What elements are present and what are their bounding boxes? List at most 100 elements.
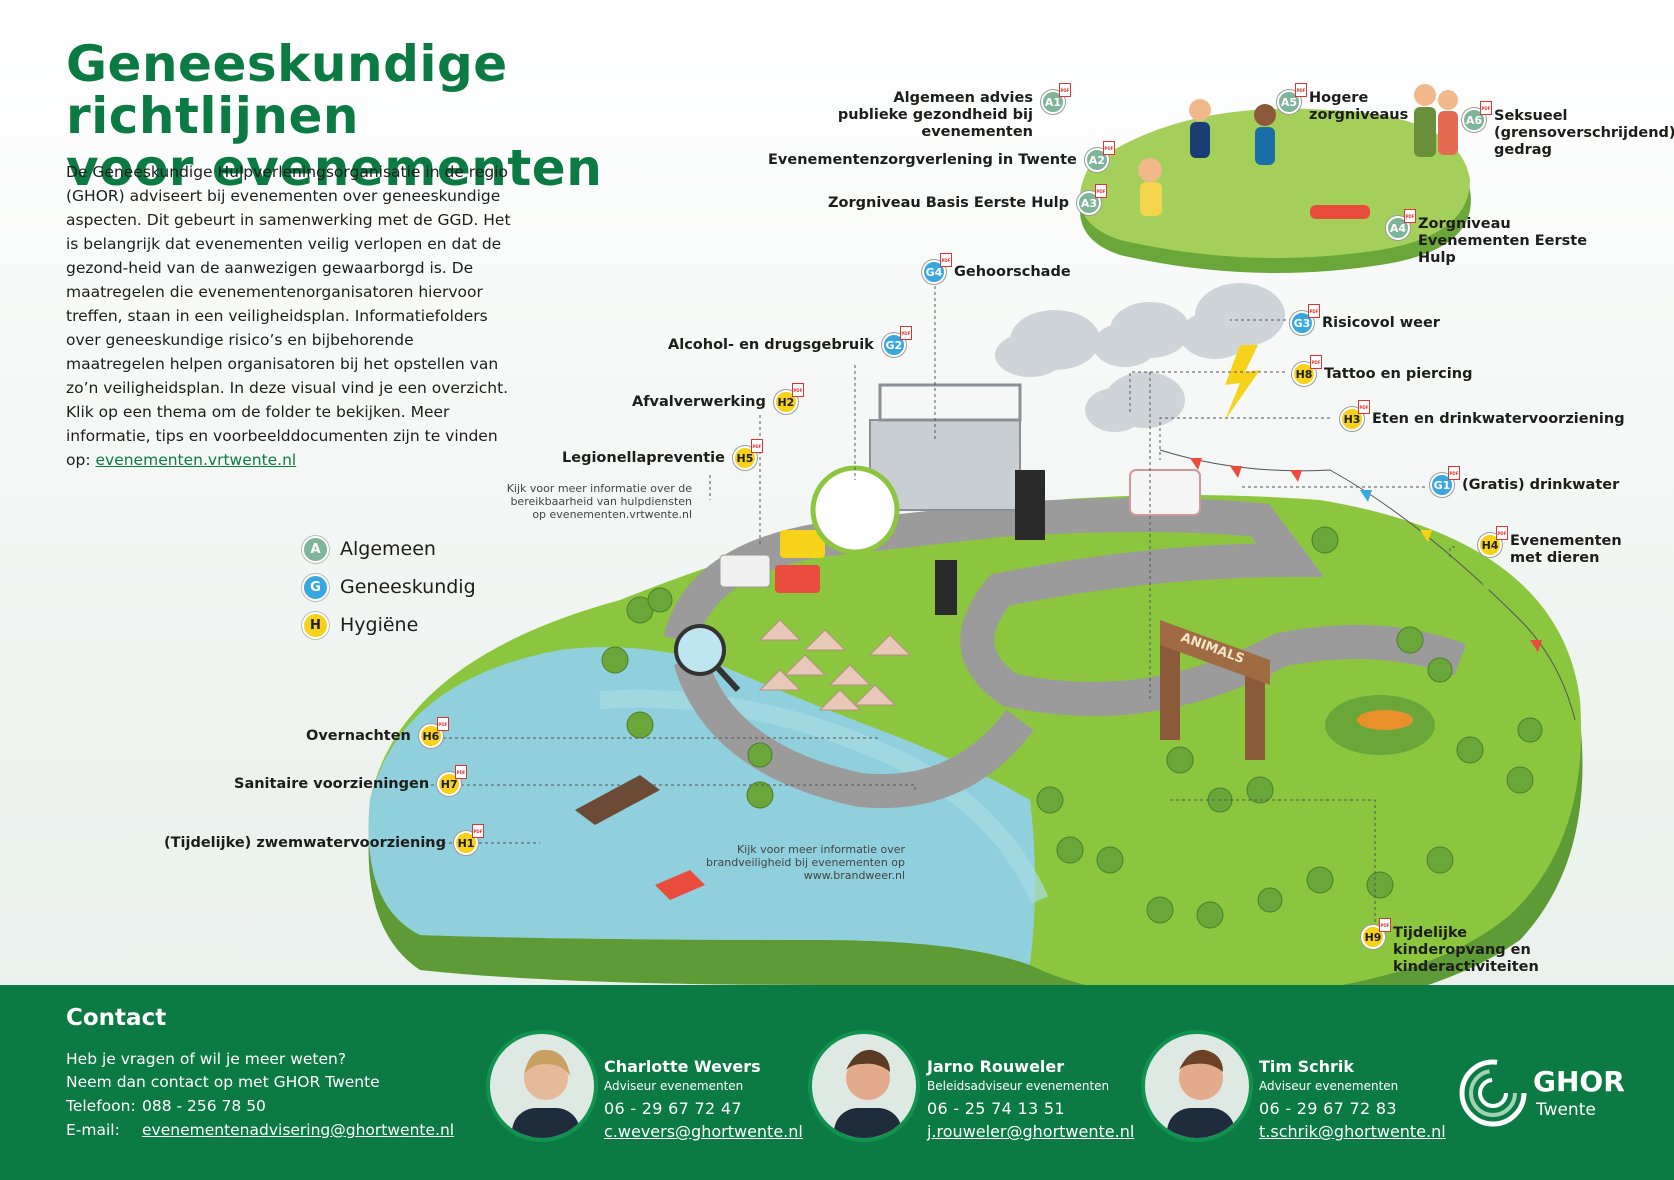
contact-person-jarno: Jarno Rouweler Beleidsadviseur evenement… — [927, 1057, 1134, 1141]
pdf-icon: PDF — [750, 439, 763, 453]
marker-label: Alcohol- en drugsgebruik — [668, 336, 874, 353]
legend-item-geneeskundig: G Geneeskundig — [302, 568, 476, 606]
person-email[interactable]: t.schrik@ghortwente.nl — [1259, 1122, 1446, 1141]
contact-line2: Neem dan contact op met GHOR Twente — [66, 1073, 380, 1091]
person-phone[interactable]: 06 - 29 67 72 83 — [1259, 1099, 1397, 1118]
person-role: Beleidsadviseur evenementen — [927, 1079, 1110, 1093]
marker-label: Eten en drinkwatervoorziening — [1372, 410, 1625, 427]
person-phone[interactable]: 06 - 29 67 72 47 — [604, 1099, 742, 1118]
marker-label: Zorgniveau Evenementen Eerste Hulp — [1418, 216, 1588, 266]
legend-badge-h: H — [302, 611, 329, 639]
person-email[interactable]: j.rouweler@ghortwente.nl — [927, 1122, 1135, 1141]
contact-email-key: E-mail: — [66, 1121, 120, 1139]
person-photo-icon — [834, 1049, 902, 1138]
pdf-icon: PDF — [1059, 83, 1071, 97]
contact-person-charlotte: Charlotte Wevers Adviseur evenementen 06… — [604, 1057, 803, 1141]
person-name: Charlotte Wevers — [604, 1057, 761, 1076]
marker-label: Afvalverwerking — [632, 393, 766, 410]
pdf-icon: PDF — [1308, 304, 1320, 318]
marker-label: Evenementenzorgverlening in Twente — [768, 151, 1077, 168]
main-island: ANIMALS — [368, 383, 1583, 1021]
marker-label: Tijdelijke kinderopvang en kinderactivit… — [1393, 925, 1539, 975]
pdf-icon: PDF — [1102, 141, 1115, 155]
person-photo-icon — [1167, 1049, 1235, 1138]
contact-email[interactable]: evenementenadvisering@ghortwente.nl — [142, 1121, 455, 1139]
pdf-icon: PDF — [1358, 400, 1370, 414]
marker-label: Algemeen advies publieke gezondheid bij … — [837, 90, 1033, 140]
contact-person-tim: Tim Schrik Adviseur evenementen 06 - 29 … — [1259, 1057, 1446, 1141]
marker-label: Sanitaire voorzieningen — [234, 775, 430, 792]
intro-link[interactable]: evenementen.vrtwente.nl — [95, 451, 297, 469]
pdf-icon: PDF — [1379, 918, 1391, 932]
marker-label: Overnachten — [306, 727, 411, 744]
pdf-icon: PDF — [899, 326, 912, 340]
ghor-logo-icon — [1459, 1059, 1527, 1127]
pdf-icon: PDF — [436, 717, 449, 731]
page-title-line1: Geneeskundige richtlijnen — [66, 35, 508, 145]
note-brandweer[interactable]: Kijk voor meer informatie over brandveil… — [706, 843, 905, 882]
marker-label: Hogere zorgniveaus — [1309, 90, 1409, 123]
pdf-icon: PDF — [1496, 526, 1508, 540]
pdf-icon: PDF — [1480, 101, 1492, 115]
pdf-icon: PDF — [1295, 83, 1307, 97]
note-hulpdiensten[interactable]: Kijk voor meer informatie over de bereik… — [506, 482, 692, 521]
pdf-icon: PDF — [1404, 209, 1416, 223]
avatar-jarno — [808, 1030, 920, 1142]
marker-label: Evenementen met dieren — [1510, 533, 1622, 566]
person-name: Jarno Rouweler — [927, 1057, 1065, 1076]
legend-label: Geneeskundig — [340, 576, 476, 598]
contact-line1: Heb je vragen of wil je meer weten? — [66, 1050, 347, 1068]
contact-phone[interactable]: 088 - 256 78 50 — [142, 1097, 266, 1115]
marker-label: (Tijdelijke) zwemwatervoorziening — [164, 834, 446, 851]
avatar-charlotte — [486, 1030, 598, 1142]
legend-item-hygiene: H Hygiëne — [302, 606, 476, 644]
contact-intro: Heb je vragen of wil je meer weten? Neem… — [66, 1048, 380, 1094]
logo-name: GHOR — [1533, 1065, 1625, 1098]
marker-label: Risicovol weer — [1322, 314, 1440, 331]
person-phone[interactable]: 06 - 25 74 13 51 — [927, 1099, 1065, 1118]
person-photo-icon — [512, 1049, 580, 1138]
person-email[interactable]: c.wevers@ghortwente.nl — [604, 1122, 803, 1141]
pdf-icon: PDF — [940, 253, 952, 267]
page-title: Geneeskundige richtlijnen voor evenement… — [66, 38, 806, 194]
